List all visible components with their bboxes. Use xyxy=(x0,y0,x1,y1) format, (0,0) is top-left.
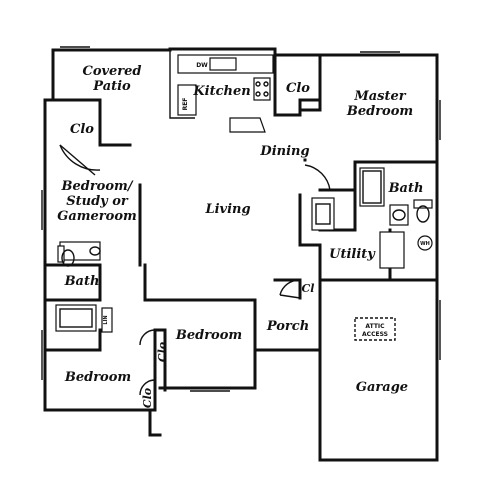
label-attic-2: ACCESS xyxy=(362,331,388,338)
label-master-1: Master xyxy=(353,89,406,104)
kitchen-fixtures xyxy=(177,54,274,133)
label-study-1: Bedroom/ xyxy=(60,179,133,194)
label-bath-right: Bath xyxy=(388,181,424,196)
label-utility: Utility xyxy=(329,247,376,262)
label-clo-vertical-2: Clo xyxy=(141,388,154,408)
interior-walls xyxy=(43,49,439,412)
label-dining: Dining xyxy=(259,144,309,159)
label-cl: Cl xyxy=(302,282,315,295)
label-kitchen: Kitchen xyxy=(192,84,250,99)
label-attic-1: ATTIC xyxy=(365,323,385,330)
label-porch: Porch xyxy=(266,319,309,334)
label-ref: REF xyxy=(182,98,189,111)
label-covered-patio-1: Covered xyxy=(82,64,141,79)
label-living: Living xyxy=(204,202,250,217)
utility-fixtures xyxy=(311,197,433,269)
bath-right-fixtures xyxy=(359,167,433,226)
label-clo-vertical-1: Clo xyxy=(156,342,169,362)
label-master-2: Bedroom xyxy=(346,104,413,119)
label-study-2: Study or xyxy=(66,194,129,209)
label-clo-top: Clo xyxy=(286,81,310,96)
label-linen: LIN xyxy=(103,315,109,324)
attic-access-outline xyxy=(354,317,396,341)
windows xyxy=(41,46,441,392)
label-dw: DW xyxy=(196,62,208,69)
label-bath-left: Bath xyxy=(64,274,100,289)
label-study-3: Gameroom xyxy=(57,209,137,224)
label-bedroom-center: Bedroom xyxy=(175,328,242,343)
door-swings xyxy=(59,144,331,396)
label-wh: WH xyxy=(420,241,430,247)
label-garage: Garage xyxy=(356,380,408,395)
label-covered-patio-2: Patio xyxy=(92,79,131,94)
label-bedroom-left: Bedroom xyxy=(64,370,131,385)
bath-left-fixtures xyxy=(55,241,113,333)
label-clo-left: Clo xyxy=(70,122,94,137)
